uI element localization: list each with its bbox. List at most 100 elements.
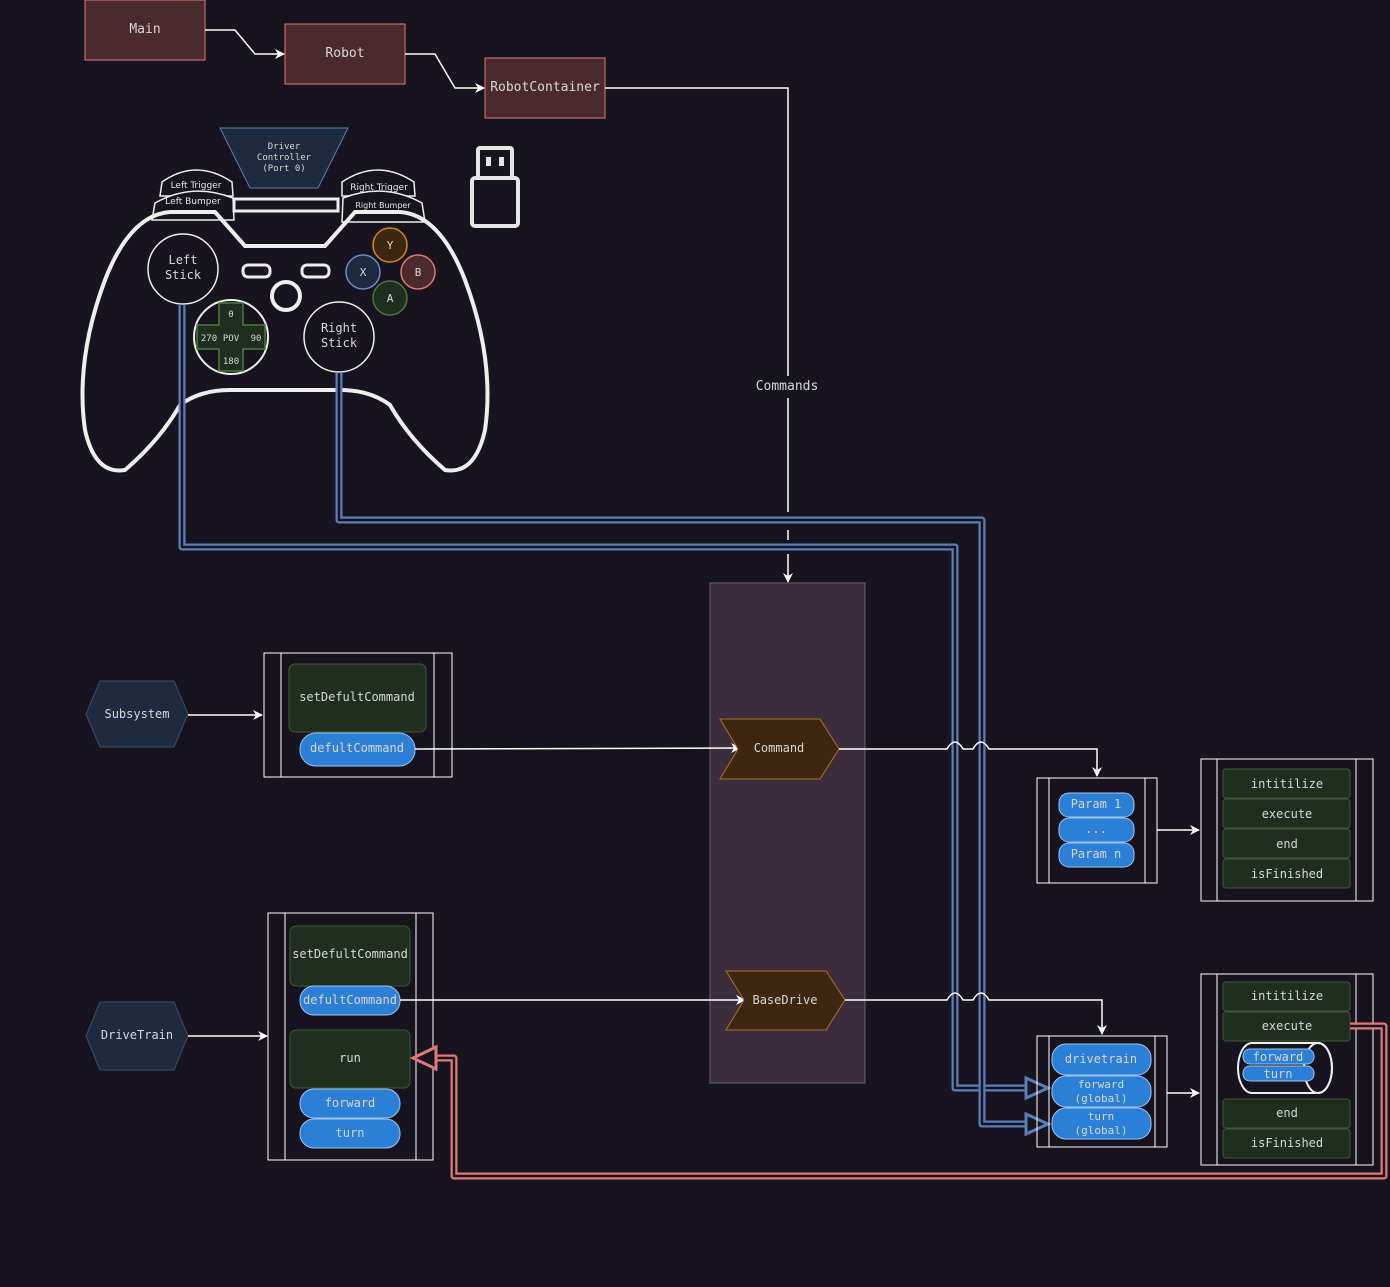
- left-bumper-label: Left Bumper: [165, 197, 221, 207]
- queue-turn-label: turn: [1264, 1067, 1293, 1081]
- basedrive-method-execute-label: execute: [1262, 1019, 1313, 1033]
- basedrive-method-isfinished[interactable]: isFinished: [1222, 1128, 1351, 1159]
- command-method-initialize[interactable]: intitilize: [1222, 768, 1351, 799]
- right-stick[interactable]: [303, 301, 375, 373]
- drivetrain-forward-pill[interactable]: forward: [299, 1088, 401, 1119]
- start-button[interactable]: [300, 263, 331, 279]
- drivetrain-run-label: run: [339, 1051, 361, 1065]
- robot-label: Robot: [325, 46, 364, 61]
- basedrive-params-box: [1036, 1035, 1168, 1148]
- robot-container-box[interactable]: RobotContainer: [484, 57, 606, 119]
- command-param-n[interactable]: Param n: [1058, 842, 1135, 868]
- basedrive-method-end-label: end: [1276, 1106, 1298, 1120]
- basedrive-param-drivetrain-label: drivetrain: [1065, 1052, 1137, 1066]
- left-trigger[interactable]: [159, 169, 234, 197]
- pov-up-label: 0: [228, 310, 233, 320]
- command-param-n-label: Param n: [1071, 847, 1122, 861]
- execute-to-run-wire: [409, 1022, 1388, 1180]
- port-label-2: Controller: [257, 153, 312, 163]
- button-x-label: X: [360, 266, 367, 279]
- button-a-label: A: [387, 292, 394, 305]
- drivetrain-default-command-label: defultCommand: [303, 993, 397, 1007]
- drivetrain-turn-label: turn: [336, 1126, 365, 1140]
- basedrive-method-execute[interactable]: execute: [1222, 1011, 1351, 1042]
- drivetrain-run-method[interactable]: run: [289, 1029, 411, 1089]
- basedrive-method-end[interactable]: end: [1222, 1098, 1351, 1129]
- button-y-label: Y: [387, 239, 394, 252]
- command-to-params-arrow: [839, 741, 1102, 777]
- queue-forward-label: forward: [1253, 1050, 1304, 1064]
- main-label: Main: [129, 22, 160, 37]
- basedrive-param-forward-label-1: forward: [1078, 1078, 1124, 1091]
- driver-controller: Driver Controller (Port 0) Left Trigger …: [80, 127, 490, 473]
- drivetrain-set-default-command[interactable]: setDefultCommand: [289, 925, 411, 987]
- controller-body-outline: [80, 210, 490, 473]
- right-trigger[interactable]: [341, 169, 416, 197]
- button-y[interactable]: [372, 227, 408, 263]
- command-param-ellipsis-label: ...: [1085, 822, 1107, 836]
- commands-line-top: [605, 87, 789, 376]
- command-method-end[interactable]: end: [1222, 828, 1351, 859]
- right-bumper-label: Right Bumper: [355, 201, 411, 210]
- drivetrain-hexagon[interactable]: DriveTrain: [85, 1001, 189, 1071]
- pov-right-label: 90: [251, 334, 262, 344]
- pov-left-label: 270: [201, 334, 217, 344]
- basedrive-param-forward[interactable]: forward (global): [1051, 1075, 1152, 1108]
- pov-down-label: 180: [223, 357, 239, 367]
- home-button[interactable]: [270, 280, 302, 312]
- button-a[interactable]: [372, 280, 408, 316]
- basedrive-param-forward-label-2: (global): [1075, 1092, 1128, 1105]
- command-param-1-label: Param 1: [1071, 797, 1122, 811]
- command-method-initialize-label: intitilize: [1251, 777, 1323, 791]
- basedrive-param-drivetrain[interactable]: drivetrain: [1051, 1043, 1152, 1076]
- right-stick-label-1: Right: [321, 321, 357, 335]
- button-x[interactable]: [345, 254, 381, 290]
- basedrive-shape[interactable]: BaseDrive: [725, 970, 846, 1031]
- command-method-execute[interactable]: execute: [1222, 798, 1351, 829]
- command-shape[interactable]: Command: [719, 718, 840, 780]
- port-label-1: Driver: [268, 142, 301, 152]
- robot-box[interactable]: Robot: [284, 23, 406, 85]
- button-b-label: B: [415, 266, 422, 279]
- back-button[interactable]: [241, 263, 272, 279]
- port-label-box: [219, 127, 349, 189]
- basedrive-label: BaseDrive: [752, 993, 817, 1007]
- commands-label: Commands: [756, 379, 819, 394]
- basedrive-methods-box: [1200, 973, 1374, 1166]
- command-method-isfinished[interactable]: isFinished: [1222, 858, 1351, 889]
- basedrive-param-turn[interactable]: turn (global): [1051, 1107, 1152, 1140]
- basedrive-method-initialize[interactable]: intitilize: [1222, 981, 1351, 1012]
- drivetrain-class-box: [267, 912, 434, 1161]
- subsystem-class-box: [263, 652, 453, 778]
- subsystem-set-default-command[interactable]: setDefultCommand: [288, 663, 427, 733]
- drivetrain-turn-pill[interactable]: turn: [299, 1118, 401, 1149]
- default-to-command-arrow: [414, 743, 741, 754]
- left-stick[interactable]: [147, 233, 219, 305]
- port-label-3: (Port 0): [262, 164, 305, 174]
- command-method-end-label: end: [1276, 837, 1298, 851]
- subsystem-label: Subsystem: [104, 707, 169, 721]
- button-b[interactable]: [400, 254, 436, 290]
- basedrive-param-turn-label-2: (global): [1075, 1124, 1128, 1137]
- drivetrain-default-command-pill[interactable]: defultCommand: [299, 985, 401, 1016]
- command-param-ellipsis[interactable]: ...: [1058, 817, 1135, 843]
- pov-dpad[interactable]: [196, 302, 266, 372]
- command-methods-box: [1200, 758, 1374, 902]
- basedrive-method-isfinished-label: isFinished: [1251, 1136, 1323, 1150]
- command-method-execute-label: execute: [1262, 807, 1313, 821]
- subsystem-default-command-pill[interactable]: defultCommand: [299, 732, 416, 767]
- drivetrain-label: DriveTrain: [101, 1028, 173, 1042]
- drivetrain-forward-label: forward: [325, 1096, 376, 1110]
- main-box[interactable]: Main: [84, 0, 206, 61]
- basedrive-param-turn-label-1: turn: [1088, 1110, 1115, 1123]
- left-stick-label-1: Left: [169, 253, 198, 267]
- subsystem-set-default-label: setDefultCommand: [299, 690, 415, 704]
- right-stick-wire: [335, 373, 1052, 1137]
- command-method-isfinished-label: isFinished: [1251, 867, 1323, 881]
- subsystem-hexagon[interactable]: Subsystem: [85, 680, 189, 748]
- usb-icon: [470, 146, 520, 228]
- main-to-robot-arrow: [205, 29, 285, 59]
- robot-to-container-arrow: [405, 53, 485, 93]
- command-param-1[interactable]: Param 1: [1058, 792, 1135, 818]
